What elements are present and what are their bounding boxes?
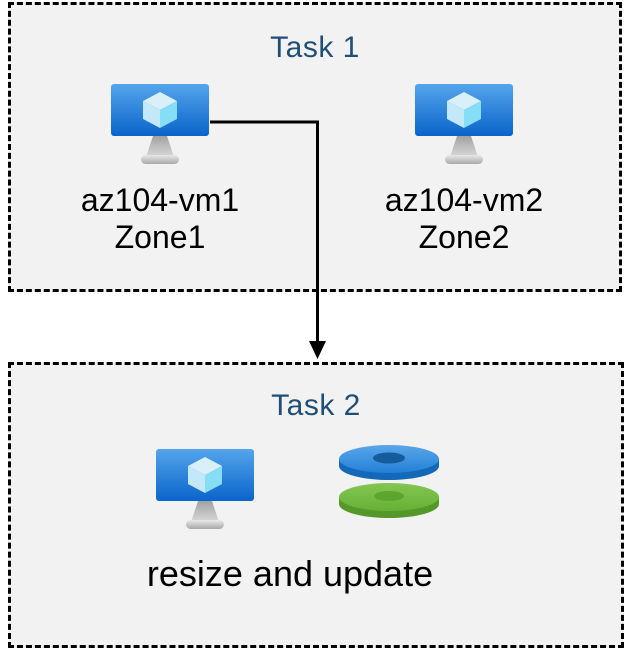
task2-vm-node (156, 449, 254, 531)
task2-caption: resize and update (146, 553, 434, 594)
vm-zone: Zone1 (114, 219, 206, 255)
task2-box: Task 2 (8, 362, 624, 648)
disks-icon (339, 445, 439, 518)
task2-title: Task 2 (271, 389, 361, 422)
virtual-machine-icon (415, 84, 513, 164)
vm-name: az104-vm2 (384, 182, 544, 218)
vm-name: az104-vm1 (80, 182, 240, 218)
virtual-machine-icon (156, 449, 254, 529)
vm-node-az104-vm2: az104-vm2 Zone2 (354, 84, 574, 256)
vm-label: az104-vm2 Zone2 (385, 182, 543, 256)
vm-zone: Zone2 (418, 219, 510, 255)
vm-label: az104-vm1 Zone1 (81, 182, 239, 256)
task2-disks-node (337, 444, 441, 520)
task1-title: Task 1 (270, 31, 360, 64)
vm-node-az104-vm1: az104-vm1 Zone1 (50, 84, 270, 256)
virtual-machine-icon (111, 84, 209, 164)
